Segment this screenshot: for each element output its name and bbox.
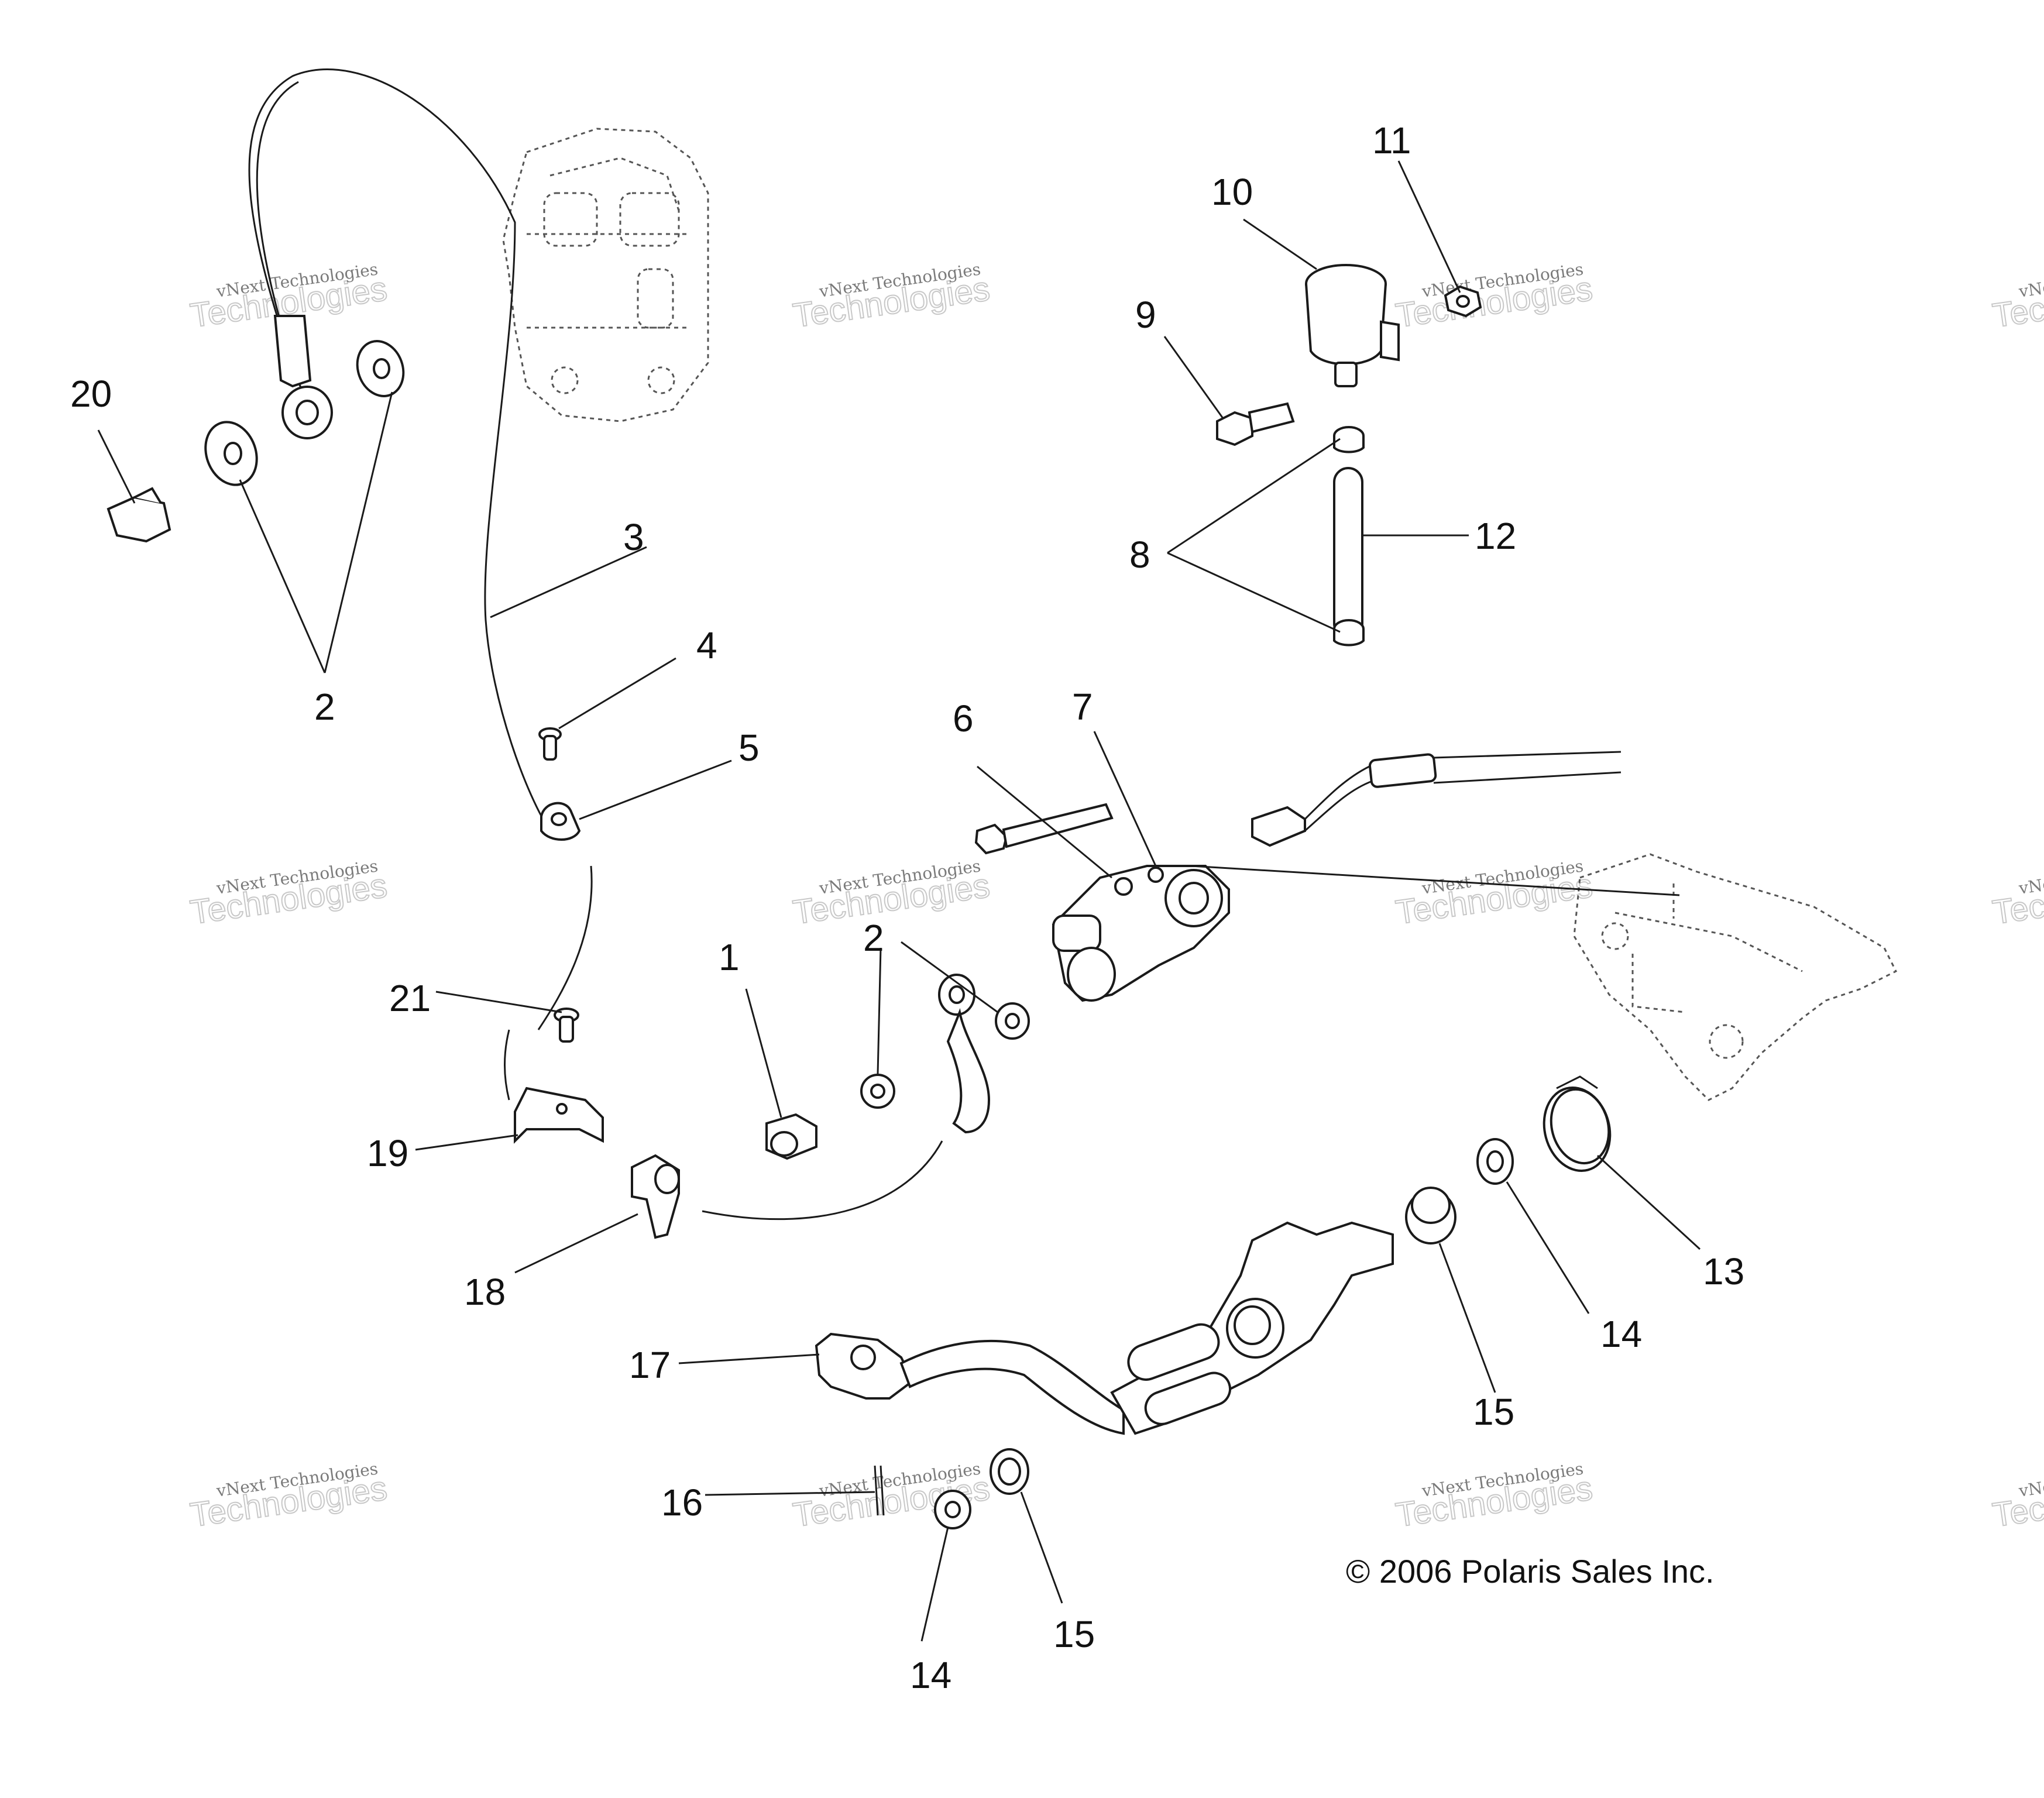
clamp-5 <box>540 802 581 841</box>
switch-18 <box>631 1154 680 1239</box>
watermark: Technologies vNext Technologies <box>1393 1459 1595 1535</box>
watermark-edge: Technologies vNext Technologies <box>1990 259 2044 335</box>
banjo-fitting-lower <box>938 974 991 1134</box>
callout-4: 4 <box>696 624 717 666</box>
callout-14-lower: 14 <box>910 1654 951 1696</box>
caliper-ghost <box>502 128 709 422</box>
bracket-ghost <box>1573 853 1898 1101</box>
callout-3: 3 <box>623 516 644 558</box>
callout-9: 9 <box>1135 294 1156 336</box>
watermark-small-text: vNext Technologies <box>2017 259 2044 301</box>
callout-6: 6 <box>953 697 974 740</box>
leader-lines <box>97 160 1701 1642</box>
hose-12 <box>1333 467 1363 639</box>
callout-numbers: 20 2 3 4 5 21 19 18 1 2 6 7 8 9 10 11 12… <box>70 119 1744 1696</box>
watermark-edge: Technologies vNext Technologies <box>1990 856 2044 932</box>
bolt-9 <box>1216 402 1295 446</box>
bushing-15a <box>1405 1187 1456 1244</box>
callout-20: 20 <box>70 373 112 415</box>
watermark-edge: Technologies vNext Technologies <box>1990 1459 2044 1535</box>
screw-21 <box>554 1008 579 1043</box>
reservoir-10 <box>1305 264 1400 387</box>
callout-16: 16 <box>661 1481 703 1524</box>
callout-1: 1 <box>719 936 740 978</box>
callout-17: 17 <box>629 1344 671 1386</box>
callout-5: 5 <box>738 727 760 769</box>
banjo-bolt-1 <box>765 1113 817 1160</box>
washer-2b <box>356 340 405 397</box>
pin-16 <box>874 1465 885 1516</box>
brake-pedal-17 <box>815 1221 1394 1435</box>
hose-clamp-8-upper <box>1333 426 1365 453</box>
watermark: Technologies vNext Technologies <box>187 1459 390 1535</box>
callout-2: 2 <box>314 686 335 728</box>
brake-hose-3 <box>248 68 943 1221</box>
watermark: Technologies vNext Technologies <box>187 856 390 932</box>
callout-15: 15 <box>1473 1391 1514 1433</box>
callout-21: 21 <box>389 977 431 1019</box>
copyright-text: © 2006 Polaris Sales Inc. <box>1346 1553 1715 1590</box>
callout-10: 10 <box>1211 171 1253 213</box>
callout-13: 13 <box>1703 1250 1744 1292</box>
bushing-15b <box>990 1448 1029 1495</box>
nut-11 <box>1444 285 1482 318</box>
screw-4 <box>538 727 562 761</box>
brake-line-right <box>1251 751 1622 847</box>
callout-19: 19 <box>367 1132 408 1174</box>
hose-clamp-8-lower <box>1333 619 1365 647</box>
washer-2a <box>204 421 258 486</box>
watermark: Technologies vNext Technologies <box>1393 856 1595 932</box>
watermark-small-text: vNext Technologies <box>2017 1459 2044 1501</box>
callout-7: 7 <box>1072 686 1093 728</box>
callout-12: 12 <box>1475 515 1516 557</box>
spring-13 <box>1543 1075 1612 1172</box>
clip-19 <box>514 1087 604 1144</box>
master-cylinder-7 <box>1052 865 1230 1002</box>
bolt-20 <box>107 487 171 543</box>
watermark: Technologies vNext Technologies <box>790 856 992 932</box>
watermark: Technologies vNext Technologies <box>1393 259 1595 335</box>
banjo-fitting-upper <box>273 315 333 439</box>
bolt-6 <box>974 803 1114 855</box>
washer-2c <box>860 1074 895 1109</box>
callout-18: 18 <box>464 1271 506 1313</box>
callout-14: 14 <box>1600 1313 1642 1355</box>
callout-11: 11 <box>1372 119 1411 161</box>
washer-14b <box>934 1490 971 1529</box>
callout-2-lower: 2 <box>863 917 884 959</box>
callout-8: 8 <box>1129 534 1150 576</box>
callout-15-lower: 15 <box>1053 1613 1095 1655</box>
washer-2d <box>995 1002 1030 1040</box>
watermark: Technologies vNext Technologies <box>790 259 992 335</box>
washer-14a <box>1476 1138 1514 1185</box>
watermark-small-text: vNext Technologies <box>2017 856 2044 898</box>
